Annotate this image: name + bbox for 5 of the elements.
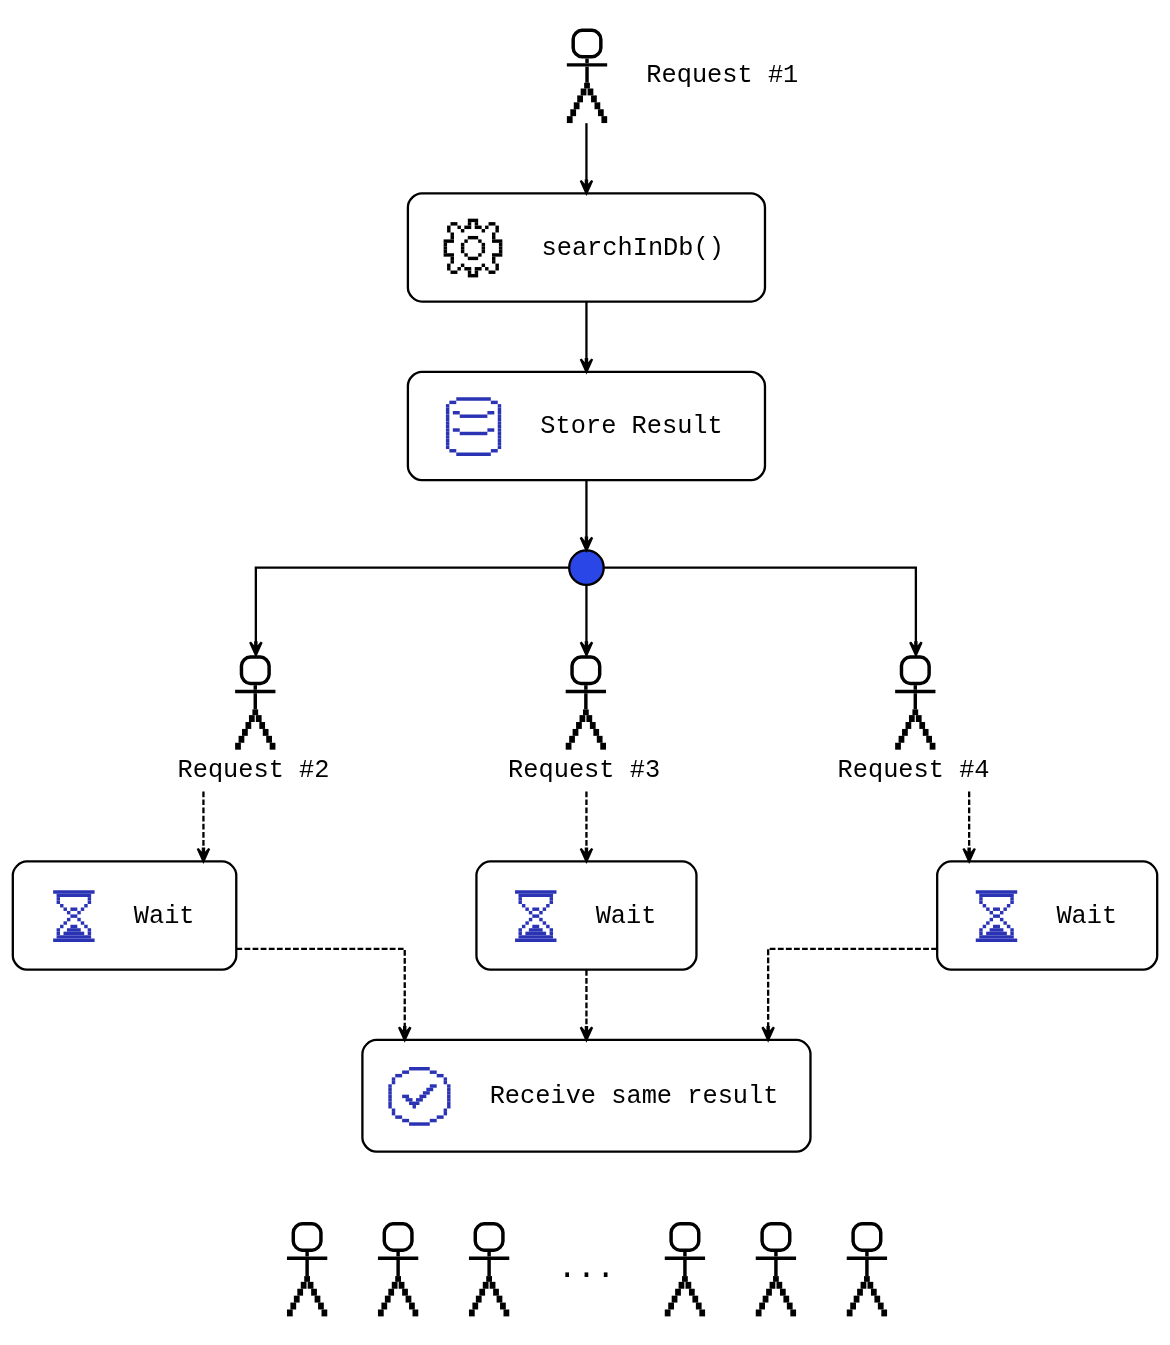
node-label: Request #2 [177,755,330,785]
node-label: Request #4 [837,755,990,785]
node-label: Request #1 [646,61,799,91]
node-label: Request #3 [508,755,661,785]
label: ... [557,1250,616,1288]
